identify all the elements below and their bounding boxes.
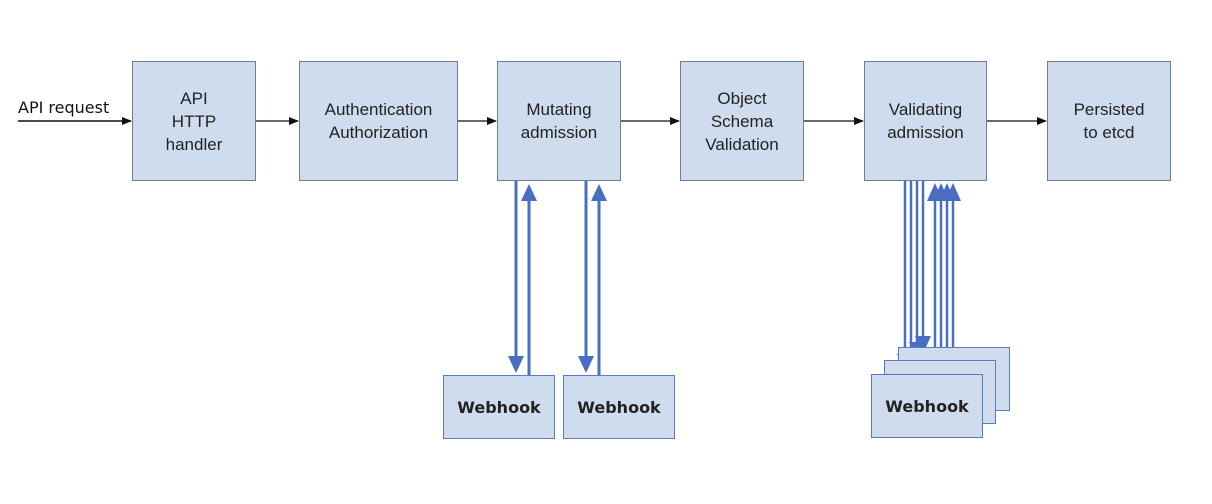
- mutating-webhook-2-connectors: [578, 181, 607, 376]
- mutating-webhook-1: Webhook: [443, 375, 555, 439]
- persisted-to-etcd-box: Persisted to etcd: [1047, 61, 1171, 181]
- mutating-webhook-1-connectors: [508, 181, 537, 376]
- validating-webhooks-connectors: [897, 181, 961, 378]
- api-request-label: API request: [18, 98, 110, 117]
- webhook-label: Webhook: [577, 397, 661, 417]
- webhook-label: Webhook: [457, 397, 541, 417]
- mutating-webhook-2: Webhook: [563, 375, 675, 439]
- authentication-authorization-box: Authentication Authorization: [299, 61, 458, 181]
- validating-webhook-front: Webhook: [871, 374, 983, 438]
- validating-admission-box: Validating admission: [864, 61, 987, 181]
- object-schema-validation-box: Object Schema Validation: [680, 61, 804, 181]
- webhook-label: Webhook: [885, 396, 969, 416]
- mutating-admission-box: Mutating admission: [497, 61, 621, 181]
- api-http-handler-box: API HTTP handler: [132, 61, 256, 181]
